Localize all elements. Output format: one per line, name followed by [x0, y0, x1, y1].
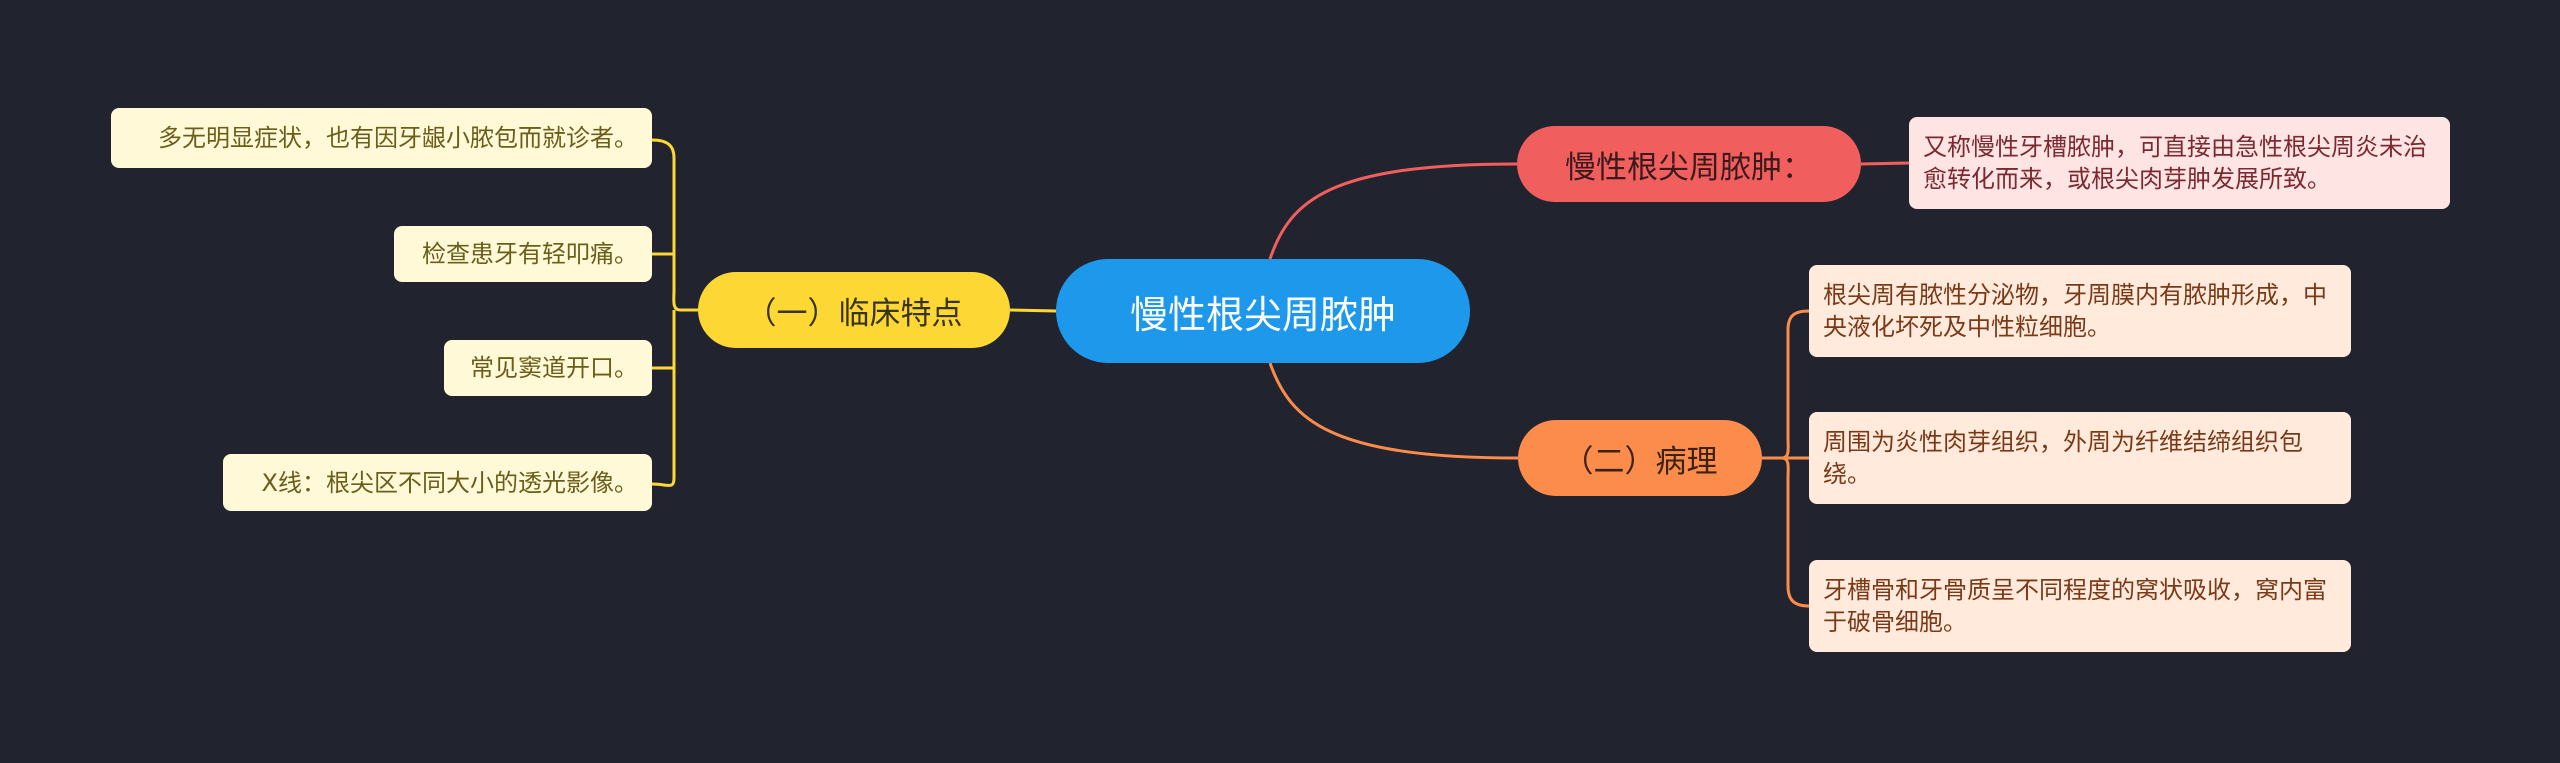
- branch-clinical-label: （一）临床特点: [745, 295, 963, 332]
- leaf-clinical-1[interactable]: 多无明显症状，也有因牙龈小脓包而就诊者。: [111, 108, 652, 168]
- branch-pathology[interactable]: （二）病理: [1518, 420, 1762, 496]
- branch-definition-label: 慢性根尖周脓肿：: [1565, 149, 1813, 186]
- leaf-pathology-1[interactable]: 根尖周有脓性分泌物，牙周膜内有脓肿形成，中央液化坏死及中性粒细胞。: [1809, 265, 2351, 357]
- leaf-pathology-2-text: 周围为炎性肉芽组织，外周为纤维结缔组织包绕。: [1823, 428, 2303, 488]
- leaf-pathology-2[interactable]: 周围为炎性肉芽组织，外周为纤维结缔组织包绕。: [1809, 412, 2351, 504]
- leaf-clinical-2[interactable]: 检查患牙有轻叩痛。: [394, 226, 652, 282]
- link-root-clinical: [1009, 308, 1057, 313]
- leaf-clinical-2-text: 检查患牙有轻叩痛。: [422, 240, 638, 268]
- branch-clinical[interactable]: （一）临床特点: [698, 272, 1010, 348]
- leaf-clinical-3-text: 常见窦道开口。: [470, 354, 638, 382]
- branch-definition[interactable]: 慢性根尖周脓肿：: [1517, 126, 1861, 202]
- leaf-clinical-4[interactable]: X线：根尖区不同大小的透光影像。: [223, 454, 652, 511]
- leaf-definition[interactable]: 又称慢性牙槽脓肿，可直接由急性根尖周炎未治愈转化而来，或根尖肉芽肿发展所致。: [1909, 117, 2450, 209]
- root-topic-label: 慢性根尖周脓肿: [1129, 292, 1396, 337]
- branch-pathology-label: （二）病理: [1562, 443, 1718, 480]
- leaf-pathology-1-text: 根尖周有脓性分泌物，牙周膜内有脓肿形成，中央液化坏死及中性粒细胞。: [1823, 281, 2327, 341]
- leaf-definition-text: 又称慢性牙槽脓肿，可直接由急性根尖周炎未治愈转化而来，或根尖肉芽肿发展所致。: [1923, 133, 2427, 193]
- leaf-clinical-3[interactable]: 常见窦道开口。: [444, 340, 652, 396]
- link-pathology-bracket: [1762, 309, 1810, 608]
- leaf-clinical-4-text: X线：根尖区不同大小的透光影像。: [261, 468, 638, 497]
- root-topic[interactable]: 慢性根尖周脓肿: [1056, 259, 1470, 363]
- leaf-pathology-3[interactable]: 牙槽骨和牙骨质呈不同程度的窝状吸收，窝内富于破骨细胞。: [1809, 560, 2351, 652]
- link-definition-leaf: [1860, 161, 1910, 166]
- link-clinical-bracket: [651, 138, 698, 487]
- link-root-definition: [1268, 162, 1518, 260]
- link-root-pathology: [1268, 362, 1519, 460]
- leaf-pathology-3-text: 牙槽骨和牙骨质呈不同程度的窝状吸收，窝内富于破骨细胞。: [1823, 576, 2327, 636]
- leaf-clinical-1-text: 多无明显症状，也有因牙龈小脓包而就诊者。: [158, 124, 638, 152]
